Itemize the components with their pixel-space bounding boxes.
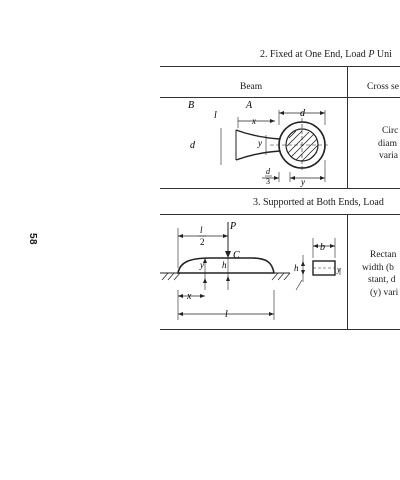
section-3-desc-line-2: width (b (362, 262, 394, 273)
label-x: x (186, 291, 192, 302)
section-2-title: 2. Fixed at One End, Load P Uni (260, 49, 392, 60)
section-2-title-prefix: 2. Fixed at One End, Load (260, 49, 369, 60)
section-2-bottom-rule (160, 188, 400, 189)
label-h: h (222, 260, 227, 270)
section-3-column-divider (347, 214, 348, 329)
table-column-divider (347, 66, 348, 188)
label-b: b (320, 242, 325, 253)
label-d-left: d (190, 140, 196, 151)
column-header-cross-section: Cross se (367, 82, 399, 92)
label-l2-numerator: l (200, 225, 203, 235)
section-3-desc-line-1: Rectan (370, 250, 397, 260)
label-d: d (300, 108, 306, 119)
label-h2: h (294, 263, 299, 273)
label-l: l (225, 309, 228, 320)
label-y-bottom: y (300, 177, 305, 187)
section-2-title-suffix: Uni (374, 49, 392, 60)
label-y2: y (336, 265, 341, 274)
column-header-beam: Beam (240, 82, 263, 92)
label-d3-denominator: 3 (266, 177, 270, 186)
table-top-rule (160, 66, 400, 67)
section-2-desc-line-3: varia (379, 151, 398, 161)
section-2-desc-line-1: Circ (382, 126, 399, 136)
label-B: B (188, 100, 194, 111)
label-y: y (257, 138, 262, 148)
section-2-title-var: P (368, 49, 375, 60)
label-l: l (214, 110, 217, 121)
section-3-title: 3. Supported at Both Ends, Load (253, 197, 384, 208)
label-l2-denominator: 2 (200, 237, 205, 247)
section-3-desc-line-3: stant, d (368, 275, 396, 285)
section-2-description: Circ diam varia (378, 125, 399, 163)
label-A: A (245, 100, 253, 111)
label-x: x (251, 116, 256, 126)
label-C: C (233, 250, 240, 261)
label-P: P (229, 221, 236, 232)
section-2-desc-line-2: diam (378, 138, 397, 149)
section-3-bottom-rule (160, 329, 400, 330)
section-3-top-rule (160, 214, 400, 215)
section-3-description: Rectan width (b stant, d (y) vari (362, 249, 399, 299)
label-y: y (199, 260, 204, 270)
label-d3-numerator: d (266, 167, 271, 176)
section-3-desc-line-4: (y) vari (370, 287, 399, 298)
header-bottom-rule (160, 97, 400, 98)
